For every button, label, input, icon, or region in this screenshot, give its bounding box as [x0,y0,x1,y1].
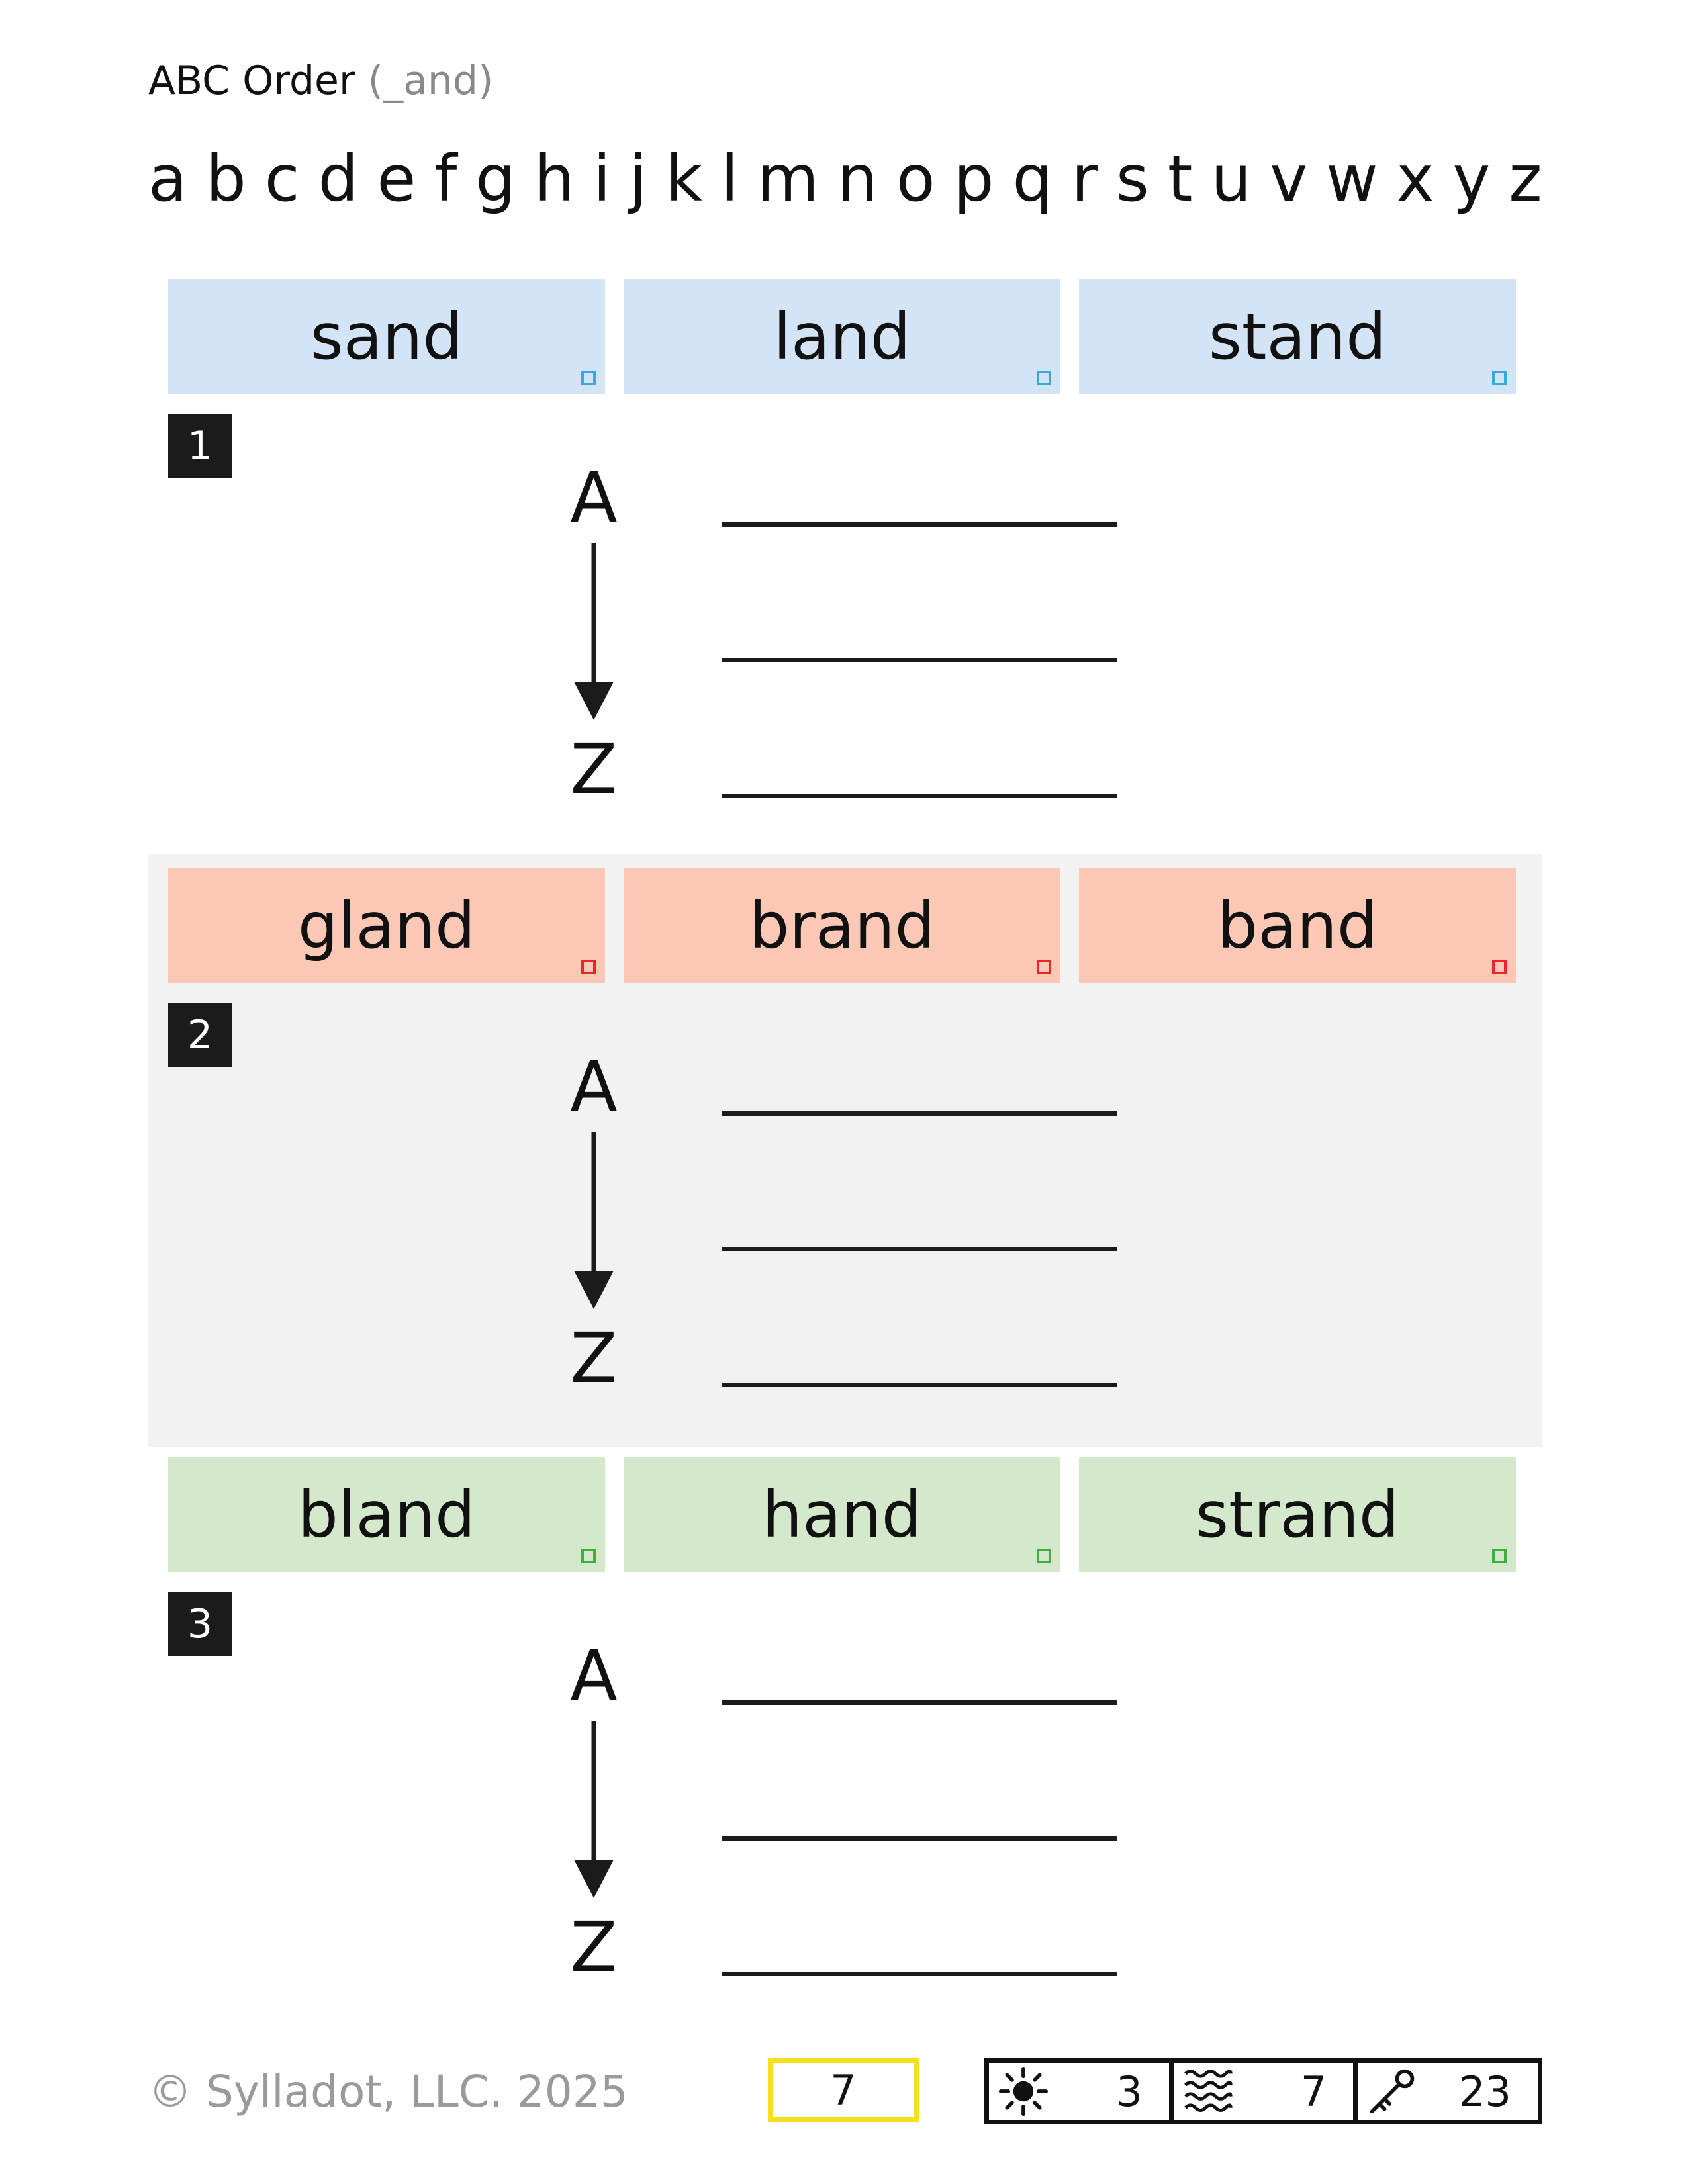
order-start-letter: A [570,457,618,538]
alphabet-letter: e [377,142,416,216]
stat-sun-value: 3 [1116,2067,1143,2116]
down-arrow-icon [574,1132,614,1309]
corner-checkbox[interactable] [1037,371,1051,385]
answer-line[interactable] [722,1111,1117,1116]
alphabet-letter: z [1509,142,1542,216]
stat-sun: 3 [989,2063,1169,2120]
sun-icon [998,2066,1049,2116]
word-label: land [773,300,911,374]
alphabet-letter: q [1012,142,1053,216]
word-label: brand [749,889,935,963]
alphabet-letter: h [534,142,575,216]
alphabet-letter: s [1115,142,1149,216]
word-label: sand [310,300,463,374]
corner-checkbox[interactable] [1037,1549,1051,1563]
corner-checkbox[interactable] [1492,1549,1507,1563]
alphabet-letter: u [1211,142,1252,216]
alphabet-letter: t [1167,142,1193,216]
page-number: 7 [830,2066,857,2115]
word-label: strand [1196,1478,1399,1552]
alphabet-letter: y [1452,142,1491,216]
alphabet-letter: f [434,142,457,216]
stat-key: 23 [1353,2063,1538,2120]
title-sub: (_and) [367,58,494,104]
stat-waves-value: 7 [1300,2067,1327,2116]
word-card[interactable]: brand [624,868,1060,983]
page-title: ABC Order (_and) [148,61,493,101]
stats-box: 3 7 23 [984,2058,1542,2124]
word-label: band [1217,889,1378,963]
waves-icon [1184,2070,1233,2112]
alphabet-letter: p [953,142,994,216]
alphabet-letter: r [1071,142,1098,216]
alphabet-letter: k [665,142,702,216]
word-card[interactable]: gland [168,868,605,983]
key-icon [1370,2069,1415,2114]
alphabet-letter: n [837,142,878,216]
corner-checkbox[interactable] [1492,371,1507,385]
alphabet-letter: v [1270,142,1308,216]
answer-line[interactable] [722,658,1117,662]
alphabet-letter: a [148,142,187,216]
word-card[interactable]: strand [1079,1457,1516,1572]
order-end-letter: Z [570,1907,618,1987]
alphabet-letter: w [1326,142,1378,216]
order-start-letter: A [570,1635,618,1716]
section-number-badge: 2 [168,1003,232,1067]
answer-line[interactable] [722,1247,1117,1251]
corner-checkbox[interactable] [581,960,596,974]
alphabet-letter: m [757,142,820,216]
corner-checkbox[interactable] [581,371,596,385]
section-number-badge: 3 [168,1592,232,1656]
alphabet-letter: c [264,142,300,216]
word-card[interactable]: hand [624,1457,1060,1572]
answer-line[interactable] [722,794,1117,798]
alphabet-letter: g [475,142,516,216]
word-label: stand [1208,300,1387,374]
word-card[interactable]: band [1079,868,1516,983]
alphabet-letter: d [318,142,359,216]
alphabet-letter: j [629,142,647,216]
alphabet-letter: l [720,142,739,216]
answer-line[interactable] [722,522,1117,527]
alphabet-letter: o [896,142,935,216]
stat-key-value: 23 [1459,2067,1512,2116]
alphabet-letter: b [205,142,246,216]
word-card[interactable]: bland [168,1457,605,1572]
word-card[interactable]: land [624,279,1060,394]
order-end-letter: Z [570,729,618,809]
word-card[interactable]: sand [168,279,605,394]
copyright: © Sylladot, LLC. 2025 [148,2066,628,2117]
answer-line[interactable] [722,1836,1117,1841]
answer-line[interactable] [722,1972,1117,1976]
alphabet-letter: i [593,142,611,216]
word-label: hand [762,1478,922,1552]
title-main: ABC Order [148,58,355,104]
answer-line[interactable] [722,1700,1117,1705]
corner-checkbox[interactable] [1492,960,1507,974]
order-end-letter: Z [570,1318,618,1398]
answer-line[interactable] [722,1383,1117,1387]
corner-checkbox[interactable] [1037,960,1051,974]
stat-waves: 7 [1168,2063,1354,2120]
word-card[interactable]: stand [1079,279,1516,394]
page-number-box: 7 [768,2058,919,2122]
word-label: bland [297,1478,476,1552]
alphabet-letter: x [1396,142,1434,216]
word-label: gland [297,889,476,963]
corner-checkbox[interactable] [581,1549,596,1563]
down-arrow-icon [574,543,614,720]
section-number-badge: 1 [168,414,232,478]
order-start-letter: A [570,1046,618,1127]
down-arrow-icon [574,1721,614,1898]
